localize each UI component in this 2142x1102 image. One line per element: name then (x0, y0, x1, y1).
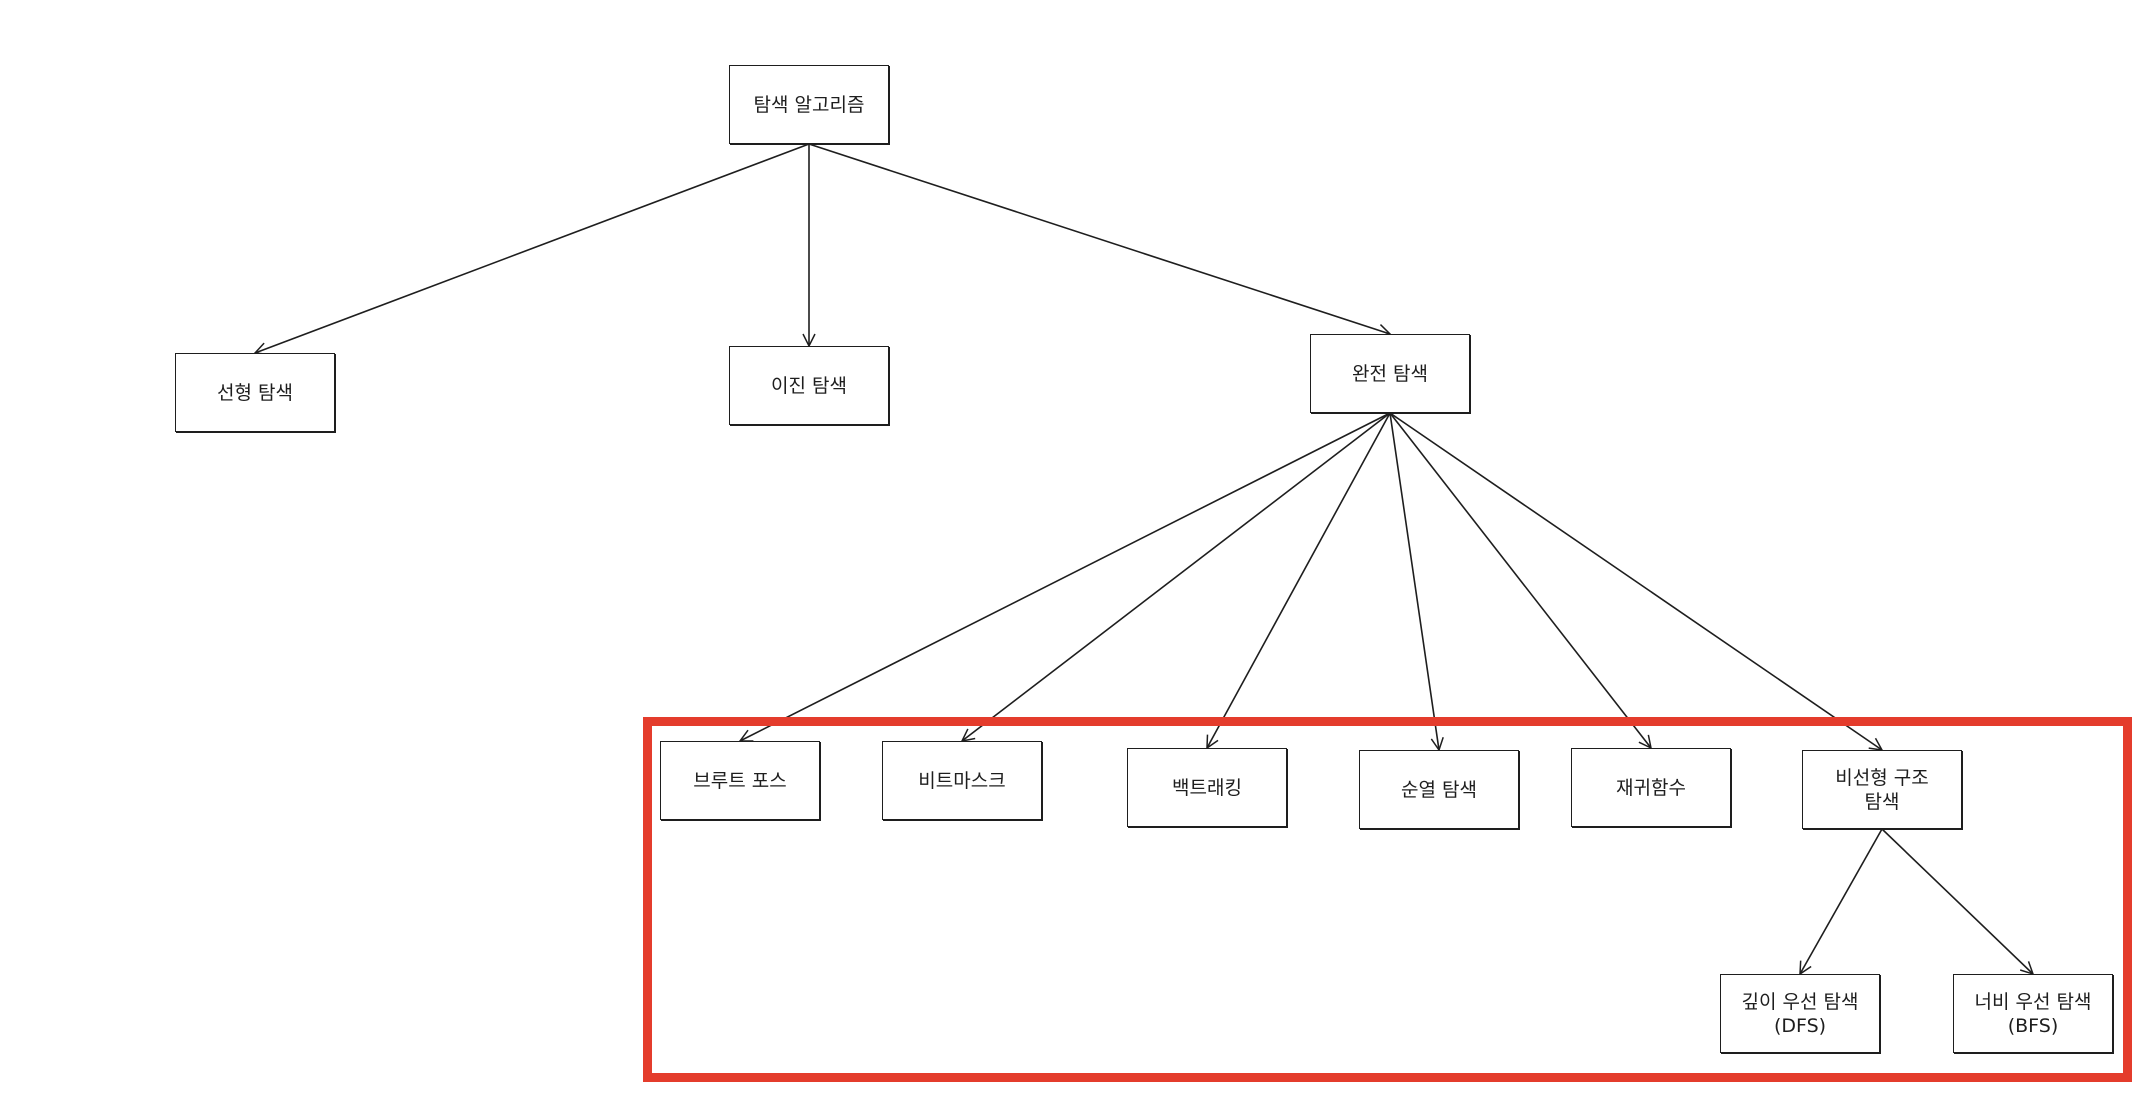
node-permutation-search[interactable]: 순열 탐색 (1359, 750, 1519, 829)
node-backtracking[interactable]: 백트래킹 (1127, 748, 1287, 827)
node-nonlinear-search[interactable]: 비선형 구조 탐색 (1802, 750, 1962, 829)
edge-root-to-exhaustive (808, 143, 1392, 337)
edge-nonlinear-to-bfs (1881, 828, 2035, 976)
node-root[interactable]: 탐색 알고리즘 (729, 65, 889, 144)
node-bfs[interactable]: 너비 우선 탐색 (BFS) (1953, 974, 2113, 1053)
node-recursion[interactable]: 재귀함수 (1571, 748, 1731, 827)
edge-exhaustive-to-recursion (1389, 412, 1653, 750)
node-bitmask[interactable]: 비트마스크 (882, 741, 1042, 820)
edge-exhaustive-to-bitmask (960, 412, 1391, 743)
node-brute-force[interactable]: 브루트 포스 (660, 741, 820, 820)
node-linear-search[interactable]: 선형 탐색 (175, 353, 335, 432)
node-dfs[interactable]: 깊이 우선 탐색 (DFS) (1720, 974, 1880, 1053)
edge-root-to-linear (253, 143, 810, 356)
node-binary-search[interactable]: 이진 탐색 (729, 346, 889, 425)
edge-exhaustive-to-backtracking (1206, 412, 1391, 750)
node-exhaustive-search[interactable]: 완전 탐색 (1310, 334, 1470, 413)
edge-nonlinear-to-dfs (1799, 828, 1883, 976)
highlight-box (643, 717, 2132, 1082)
edge-exhaustive-to-nonlinear (1389, 412, 1884, 751)
edge-exhaustive-to-permutation (1389, 412, 1444, 752)
edge-exhaustive-to-brute_force (738, 412, 1391, 742)
